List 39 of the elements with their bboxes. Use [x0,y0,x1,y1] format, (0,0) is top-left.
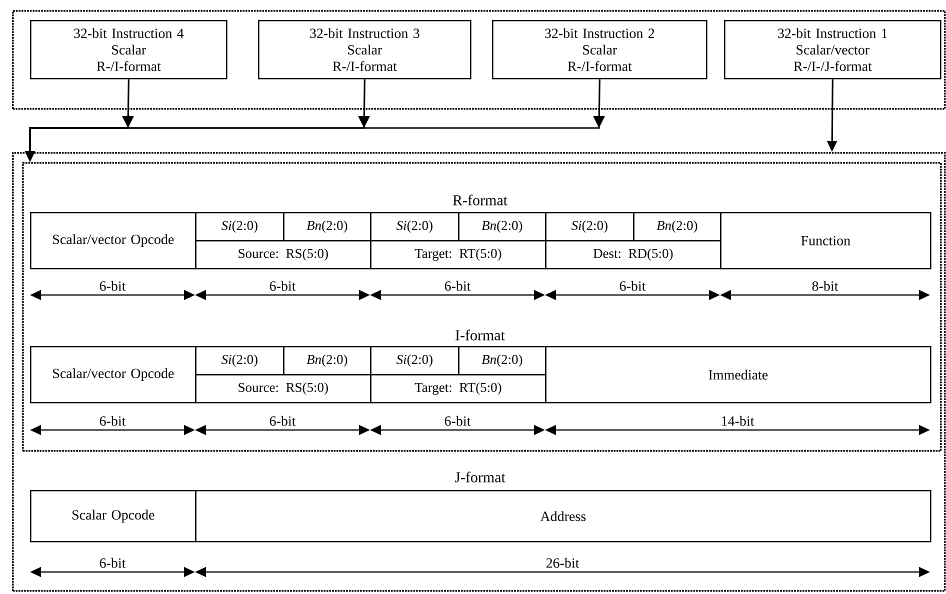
field-cell: Function [720,212,932,270]
instruction-box: 32-bit Instruction 1 Scalar/vector R-/I-/J-format [724,20,942,80]
dimension-label: 6-bit [100,416,126,426]
instruction-box: 32-bit Instruction 2 Scalar R-/I-format [492,20,708,80]
field-cell: Si(2:0) [370,346,460,376]
field-cell: Target: RT(5:0) [370,240,546,270]
field-cell: Bn(2:0) [283,346,372,376]
field-cell: Bn(2:0) [458,346,546,376]
field-cell: Scalar/vector Opcode [30,346,196,404]
field-cell: Bn(2:0) [458,212,546,242]
dimension-label: 6-bit [100,558,126,568]
instruction-box: 32-bit Instruction 3 Scalar R-/I-format [258,20,472,80]
dimension-label: 26-bit [546,558,580,568]
dimension-label: 14-bit [722,416,754,426]
field-cell: Target: RT(5:0) [370,374,546,404]
dotted-frame [22,162,942,452]
dotted-frame [12,152,946,592]
field-cell: Si(2:0) [545,212,634,242]
field-cell: Address [195,490,932,542]
instruction-box: 32-bit Instruction 4 Scalar R-/I-format [30,20,228,80]
dimension-label: 6-bit [620,280,646,291]
format-title: I-format [456,330,505,340]
field-cell: Source: RS(5:0) [195,240,372,270]
field-cell: Immediate [545,346,932,404]
dimension-label: 6-bit [444,416,471,426]
field-cell: Bn(2:0) [633,212,722,242]
field-cell: Si(2:0) [195,346,284,376]
field-cell: Scalar/vector Opcode [30,212,196,270]
dimension-label: 6-bit [270,416,296,426]
field-cell: Dest: RD(5:0) [545,240,722,270]
dimension-label: 6-bit [270,280,296,291]
dotted-frame [12,10,946,110]
format-title: R-format [452,194,508,206]
dimension-label: 6-bit [444,280,471,291]
field-cell: Scalar Opcode [30,490,196,542]
field-cell: Si(2:0) [195,212,284,242]
field-cell: Si(2:0) [370,212,460,242]
field-cell: Source: RS(5:0) [195,374,372,404]
field-cell: Bn(2:0) [283,212,372,242]
